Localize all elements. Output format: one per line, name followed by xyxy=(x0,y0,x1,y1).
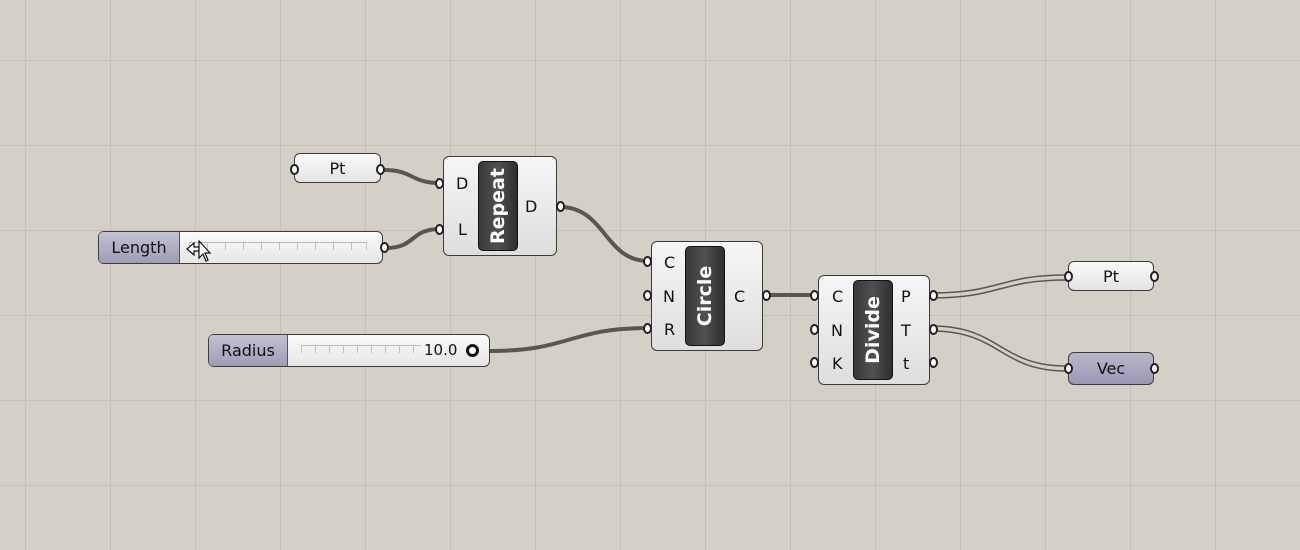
divide-input-n: N xyxy=(831,321,843,340)
circle-input-c: C xyxy=(664,253,676,272)
pt-output-param[interactable]: Pt xyxy=(1068,261,1154,291)
repeat-nickname: Repeat xyxy=(478,161,518,251)
pt-output-param-input-grip[interactable] xyxy=(1064,271,1073,282)
divide-output-p: P xyxy=(901,287,911,306)
circle-input-c-grip[interactable] xyxy=(643,256,652,267)
circle-input-r-grip[interactable] xyxy=(643,323,652,334)
vec-output-param-output-grip[interactable] xyxy=(1150,363,1159,374)
length-slider-track[interactable] xyxy=(189,242,367,253)
radius-slider-label: Radius xyxy=(209,335,288,366)
circle-output-c: C xyxy=(734,287,746,306)
pt-input-param-input-grip[interactable] xyxy=(290,164,299,175)
length-slider-output-grip[interactable] xyxy=(380,242,389,253)
circle-nickname: Circle xyxy=(685,246,725,346)
pt-output-label: Pt xyxy=(1103,266,1119,286)
divide-output-t-lower-grip[interactable] xyxy=(929,357,938,368)
wire-radius-to-circle-r xyxy=(488,326,650,353)
pt-output-param-output-grip[interactable] xyxy=(1150,271,1159,282)
divide-nickname: Divide xyxy=(853,280,893,380)
circle-input-r: R xyxy=(664,320,676,339)
circle-output-c-grip[interactable] xyxy=(762,290,771,301)
vec-output-param[interactable]: Vec xyxy=(1068,352,1154,385)
pt-input-param-output-grip[interactable] xyxy=(376,164,385,175)
repeat-input-l: L xyxy=(458,220,467,239)
divide-input-k: K xyxy=(832,354,843,373)
divide-input-c-grip[interactable] xyxy=(810,290,819,301)
circle-component[interactable]: C N R C Circle xyxy=(651,241,763,351)
slider-cursor-icon xyxy=(186,239,212,262)
repeat-input-l-grip[interactable] xyxy=(435,224,444,235)
divide-output-p-grip[interactable] xyxy=(929,290,938,301)
vec-output-param-input-grip[interactable] xyxy=(1064,363,1073,374)
wire-divide-t-to-vec-a xyxy=(931,325,1067,367)
divide-output-t-grip[interactable] xyxy=(929,324,938,335)
circle-input-n-grip[interactable] xyxy=(643,290,652,301)
divide-input-c: C xyxy=(832,287,844,306)
length-slider-label: Length xyxy=(99,232,180,263)
radius-slider-value: 10.0 xyxy=(424,341,458,359)
pt-input-label: Pt xyxy=(329,158,346,178)
radius-slider-track[interactable] xyxy=(301,345,421,356)
circle-input-n: N xyxy=(663,287,675,306)
repeat-input-d: D xyxy=(456,174,469,193)
divide-output-t-lower: t xyxy=(903,354,910,373)
length-slider[interactable]: Length xyxy=(98,231,383,264)
divide-input-k-grip[interactable] xyxy=(810,357,819,368)
radius-slider[interactable]: Radius 10.0 xyxy=(208,334,490,367)
repeat-component[interactable]: D L D Repeat xyxy=(443,156,557,256)
wire-divide-p-to-pt-b xyxy=(931,279,1067,299)
wire-repeat-to-circle-c xyxy=(558,205,650,263)
repeat-output-d-grip[interactable] xyxy=(556,201,565,212)
vec-output-label: Vec xyxy=(1096,359,1126,378)
wire-pt-to-repeat-d xyxy=(382,168,442,185)
wire-divide-p-to-pt-a xyxy=(931,274,1067,294)
divide-input-n-grip[interactable] xyxy=(810,324,819,335)
repeat-output-d: D xyxy=(525,197,538,216)
wire-length-to-repeat-l xyxy=(384,227,442,250)
radius-slider-knob[interactable] xyxy=(466,344,479,357)
divide-component[interactable]: C N K P T t Divide xyxy=(818,275,930,385)
wire-divide-t-to-vec-b xyxy=(931,330,1067,372)
repeat-input-d-grip[interactable] xyxy=(435,178,444,189)
pt-input-param[interactable]: Pt xyxy=(294,153,381,183)
divide-output-t-upper: T xyxy=(901,321,911,340)
